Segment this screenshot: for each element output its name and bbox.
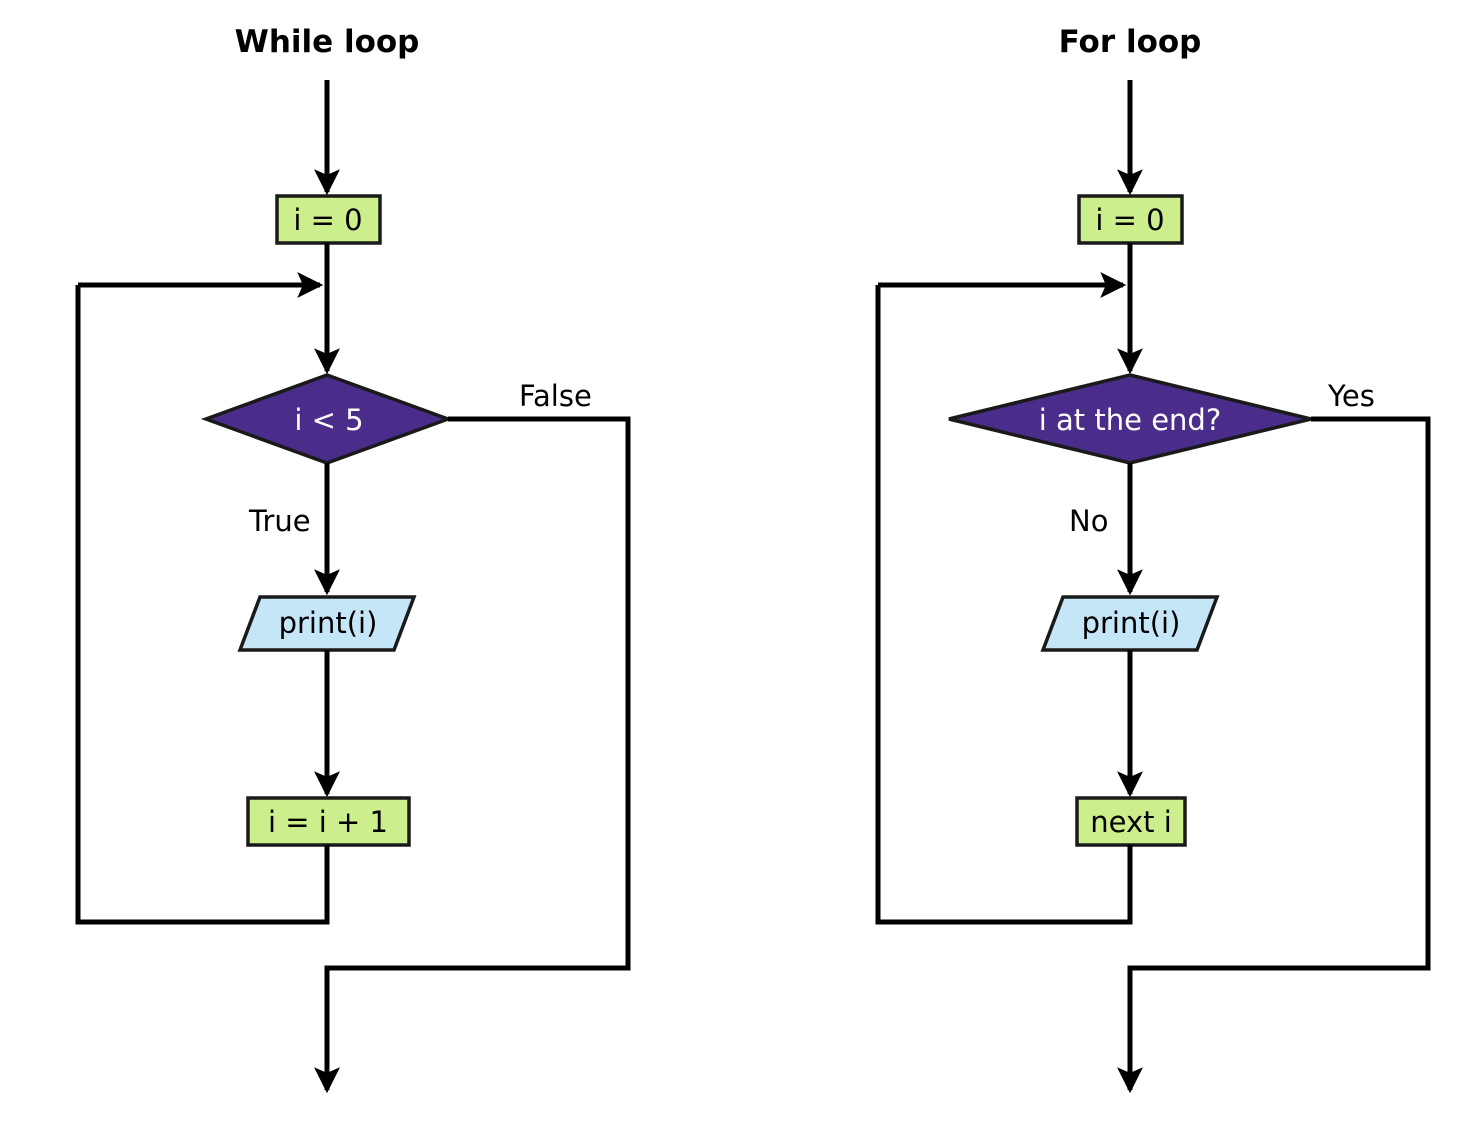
chart-for-loop: For loop i = 0 i at the end? Yes No	[875, 24, 1431, 1094]
edge-loopback-for	[875, 285, 1133, 925]
node-output-for-label: print(i)	[1082, 606, 1181, 640]
node-init-while-label: i = 0	[293, 203, 362, 237]
edge-loopback-while	[75, 285, 330, 925]
for-loop-title: For loop	[1059, 24, 1202, 60]
edge-label-false-for: Yes	[1327, 379, 1375, 413]
node-increment-while-label: i = i + 1	[268, 805, 388, 839]
node-output-for	[1040, 595, 1220, 652]
node-decision-for-label: i at the end?	[1039, 403, 1221, 437]
chart-while-loop: While loop i = 0 i < 5 False True	[75, 24, 631, 1094]
node-output-while	[237, 595, 417, 652]
node-init-for-label: i = 0	[1095, 203, 1164, 237]
edge-false-exit-for	[1117, 416, 1431, 1094]
node-increment-for-label: next i	[1090, 805, 1172, 839]
node-init-for	[1077, 194, 1184, 245]
while-loop-title: While loop	[235, 24, 420, 60]
node-decision-while-label: i < 5	[294, 403, 363, 437]
edge-false-exit-while	[314, 416, 631, 1094]
edge-label-false-while: False	[519, 379, 592, 413]
node-output-while-label: print(i)	[279, 606, 378, 640]
node-increment-while	[246, 796, 411, 847]
edge-label-true-while: True	[248, 504, 311, 538]
edge-label-true-for: No	[1069, 504, 1108, 538]
